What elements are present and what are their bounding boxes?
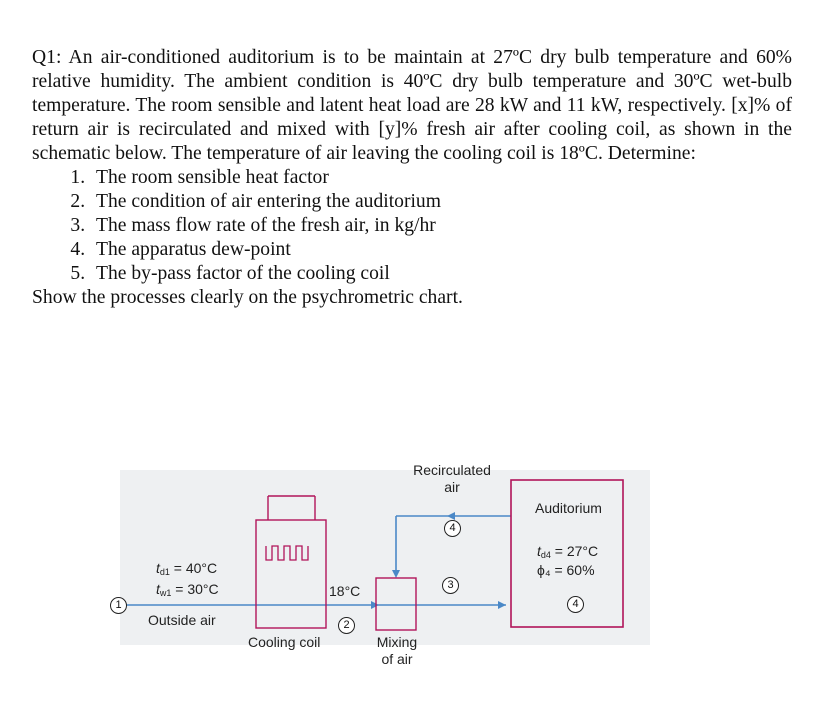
state-2-marker: 2	[338, 617, 355, 634]
state-4-marker-room: 4	[567, 596, 584, 613]
outside-air-label: Outside air	[148, 612, 216, 628]
auditorium-label: Auditorium	[535, 500, 602, 516]
outside-wb-label: tw1 = 30°C	[156, 581, 219, 598]
state-4-marker-top: 4	[444, 520, 461, 537]
outside-db-label: td1 = 40°C	[156, 560, 217, 577]
question-list: The room sensible heat factor The condit…	[32, 166, 792, 286]
recirculated-text: Recirculated	[413, 462, 491, 478]
schematic-background	[120, 470, 650, 645]
recirc-down-arrow	[392, 570, 400, 578]
outside-db-subscript: d1	[159, 567, 170, 577]
coil-serpentine-icon	[265, 545, 309, 561]
question-item-4: The apparatus dew-point	[90, 238, 792, 262]
question-item-5: The by-pass factor of the cooling coil	[90, 262, 792, 286]
auditorium-temp-subscript: d4	[540, 550, 551, 560]
question-item-3: The mass flow rate of the fresh air, in …	[90, 214, 792, 238]
state-3-marker: 3	[442, 577, 459, 594]
mixing-box	[375, 577, 417, 631]
outside-wb-subscript: w1	[159, 588, 172, 598]
outside-wb-symbol: t	[156, 581, 160, 597]
auditorium-rh-label: ϕ₄ = 60%	[537, 562, 595, 578]
recirculated-air-label: Recirculated air	[406, 462, 498, 496]
schematic-diagram: Recirculated air 4 Auditorium td4 = 27°C…	[106, 460, 666, 680]
auditorium-temp-symbol: t	[537, 543, 541, 559]
air-text: air	[444, 479, 460, 495]
recirc-arrow	[447, 512, 455, 520]
cooling-coil-label: Cooling coil	[248, 634, 321, 650]
outside-wb-value: = 30°C	[175, 581, 219, 597]
state-1-marker: 1	[110, 597, 127, 614]
auditorium-room	[510, 479, 624, 628]
mixing-text: Mixing	[376, 634, 418, 650]
question-item-2: The condition of air entering the audito…	[90, 190, 792, 214]
outside-db-value: = 40°C	[173, 560, 218, 576]
question-closing: Show the processes clearly on the psychr…	[32, 287, 463, 308]
duct-arrow-1	[371, 601, 379, 609]
of-air-text: of air	[381, 651, 413, 667]
schematic-drawing	[120, 470, 650, 645]
question-item-1: The room sensible heat factor	[90, 166, 792, 190]
coil-exit-temp-label: 18°C	[329, 583, 361, 599]
cooling-coil-box	[255, 519, 327, 629]
question-text: Q1: An air-conditioned auditorium is to …	[32, 46, 792, 310]
question-paragraph: Q1: An air-conditioned auditorium is to …	[32, 47, 792, 164]
auditorium-temp-label: td4 = 27°C	[537, 543, 598, 560]
outside-db-symbol: t	[156, 560, 160, 576]
duct-arrow-2	[498, 601, 506, 609]
mixing-label: Mixing of air	[368, 634, 426, 668]
auditorium-temp-value: = 27°C	[554, 543, 599, 559]
